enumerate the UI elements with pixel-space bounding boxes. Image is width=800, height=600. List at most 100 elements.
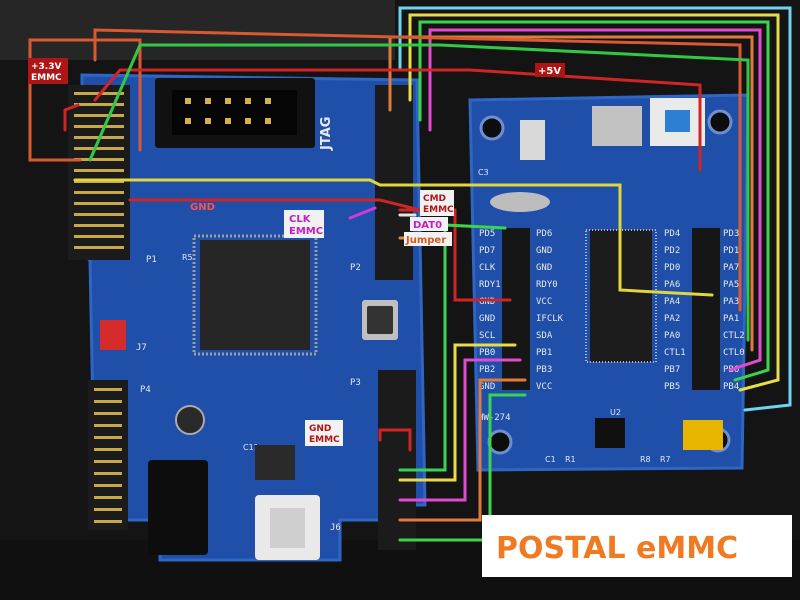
svg-text:PA4: PA4 [664,297,680,307]
label-dat0: DAT0 [410,217,448,231]
fpga-chip [200,240,310,350]
wire-orange-3v3 [93,28,742,312]
svg-text:VCC: VCC [536,382,552,392]
electrolytic-capacitor [175,405,205,435]
svg-text:PA5: PA5 [723,280,739,290]
svg-text:PA3: PA3 [723,297,739,307]
svg-text:CTL2: CTL2 [723,331,745,341]
pin-labels-mid: PD6 GND GND RDY0 VCC IFCLK SDA PB1 PB3 V… [536,229,564,392]
label-gnd: GND [190,202,215,213]
svg-text:PB2: PB2 [479,365,495,375]
wire-magenta-clk [348,206,377,220]
svg-text:PB1: PB1 [536,348,552,358]
wire-green-top [418,20,770,382]
wire-yellow-bottom [398,343,517,482]
svg-text:CLK: CLK [479,263,496,273]
pin-labels-right: PD4 PD2 PD0 PA6 PA4 PA2 PA0 CTL1 PB7 PB5 [664,229,686,392]
jtag-label: JTAG [319,117,334,151]
wire-red-gnd2 [378,428,412,452]
svg-text:PD2: PD2 [664,246,680,256]
silk-r1: R1 [565,455,576,464]
svg-text:CLK: CLK [289,214,312,225]
j7-label: J7 [136,343,147,353]
svg-text:PD3: PD3 [723,229,739,239]
wire-magenta-top [428,28,762,372]
header-p1 [68,85,130,260]
wire-green-long [88,43,750,342]
svg-text:Jumper: Jumper [405,235,446,246]
svg-text:EMMC: EMMC [31,73,62,83]
label-3v3: +3.3V EMMC [28,58,68,84]
svg-text:PB0: PB0 [479,348,495,358]
svg-text:GND: GND [479,382,495,392]
header-p2 [375,85,413,280]
header-p2-label: P2 [350,263,361,273]
wire-cyan [398,6,792,412]
svg-text:PB7: PB7 [664,365,680,375]
usb-crystal [490,192,550,212]
svg-text:CMD: CMD [423,194,446,204]
fpga-board: P1 JTAG J7 P4 C11 [68,73,427,562]
svg-text:EMMC: EMMC [423,205,454,215]
silk-u2: U2 [610,408,621,417]
silk-r8: R8 [640,455,651,464]
svg-text:CTL0: CTL0 [723,348,745,358]
wire-orange-top [388,35,754,352]
wire-yellow-mid [73,178,714,297]
r5-label: R5 [182,253,193,262]
svg-text:GND: GND [479,314,495,324]
header-p4 [88,380,128,530]
wire-orange-bottom [398,378,527,522]
svg-text:+5V: +5V [538,66,561,77]
silk-c3: C3 [478,168,489,177]
wire-orange-loop [28,38,142,162]
label-jumper: Jumper [404,232,452,246]
small-crystal [520,120,545,160]
label-clk: CLK EMMC [284,210,324,238]
svg-text:PB4: PB4 [723,382,739,392]
svg-text:GND: GND [309,424,331,434]
silk-c1: C1 [545,455,556,464]
svg-text:VCC: VCC [536,297,552,307]
wire-red-gnd [128,198,422,212]
svg-text:PA2: PA2 [664,314,680,324]
svg-text:SDA: SDA [536,331,553,341]
wire-red-left [63,103,80,132]
header-p3 [378,370,416,550]
header-p4-label: P4 [140,385,151,395]
yellow-jumper [683,420,723,450]
svg-text:GND: GND [479,297,495,307]
wire-red-5v [93,68,702,172]
svg-text:PA6: PA6 [664,280,680,290]
svg-text:PD1: PD1 [723,246,739,256]
svg-text:IFCLK: IFCLK [536,314,564,324]
svg-text:PD0: PD0 [664,263,680,273]
title-text: POSTAL eMMC [496,531,738,566]
label-5v: +5V [535,63,565,77]
c11-label: C11 [243,443,259,452]
background-top-left [0,0,395,60]
svg-text:+3.3V: +3.3V [31,62,61,72]
wire-yellow-top [408,13,780,392]
wire-magenta-bottom [398,358,522,502]
svg-text:DAT0: DAT0 [413,220,442,231]
usb-header-right [692,228,720,390]
svg-text:SCL: SCL [479,331,495,341]
title-box: POSTAL eMMC [482,515,792,577]
eeprom-chip [595,418,625,448]
svg-text:PB3: PB3 [536,365,552,375]
label-cmd: CMD EMMC [420,190,454,216]
j6-label: J6 [330,523,341,533]
label-gnd-emmc: GND EMMC [305,420,343,446]
svg-text:PD6: PD6 [536,229,552,239]
power-jack [148,460,208,555]
usb-header-left [502,228,530,390]
pin-labels-left: PD5 PD7 CLK RDY1 GND GND SCL PB0 PB2 GND [479,229,501,392]
svg-text:PD7: PD7 [479,246,495,256]
voltage-regulator [255,445,295,480]
svg-text:PD5: PD5 [479,229,495,239]
svg-text:PB5: PB5 [664,382,680,392]
svg-text:PD4: PD4 [664,229,680,239]
svg-text:PA7: PA7 [723,263,739,273]
